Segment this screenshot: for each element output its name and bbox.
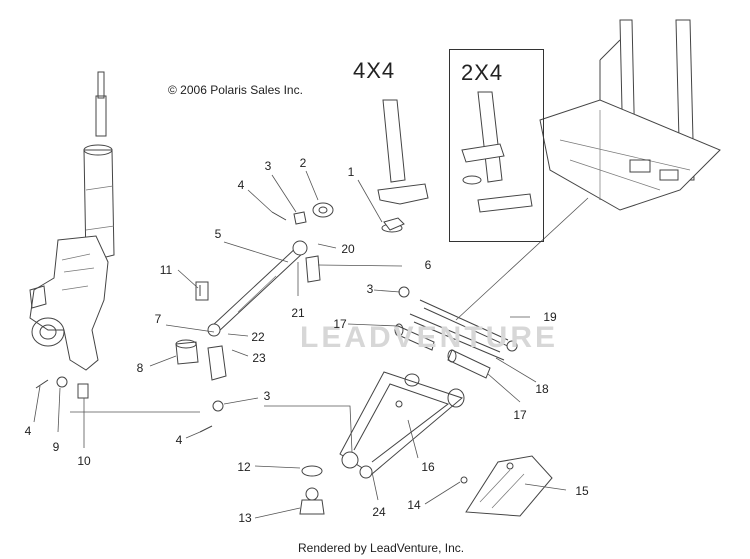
callout-19[interactable]: 19 [543, 310, 557, 324]
callout-3[interactable]: 3 [366, 282, 374, 296]
callout-20[interactable]: 20 [341, 242, 355, 256]
tie-rod-drawing [207, 240, 308, 337]
callout-1[interactable]: 1 [347, 165, 355, 179]
shock-absorber-drawing [83, 71, 115, 263]
frame-tube-4x4-drawing [377, 99, 429, 233]
callout-2[interactable]: 2 [299, 156, 307, 170]
variant-label-2x4: 2X4 [461, 60, 504, 85]
callout-12[interactable]: 12 [237, 460, 251, 474]
callout-21[interactable]: 21 [291, 306, 305, 320]
callout-11[interactable]: 11 [159, 263, 173, 277]
frame-tube-2x4-drawing [461, 91, 533, 213]
footer-credit: Rendered by LeadVenture, Inc. [298, 541, 465, 555]
callout-14[interactable]: 14 [407, 498, 421, 512]
inset-2x4-box [449, 49, 544, 242]
callout-4[interactable]: 4 [175, 433, 183, 447]
copyright-notice: © 2006 Polaris Sales Inc. [168, 83, 303, 97]
callout-8[interactable]: 8 [136, 361, 144, 375]
callout-17[interactable]: 17 [333, 317, 347, 331]
a-arm-drawing [339, 371, 465, 479]
pivot-tubes-drawing [394, 299, 518, 379]
callout-13[interactable]: 13 [238, 511, 252, 525]
skid-plate-drawing [465, 455, 553, 517]
callout-7[interactable]: 7 [154, 312, 162, 326]
callout-16[interactable]: 16 [421, 460, 435, 474]
callout-23[interactable]: 23 [252, 351, 266, 365]
callout-3[interactable]: 3 [264, 159, 272, 173]
callout-6[interactable]: 6 [424, 258, 432, 272]
small-parts-drawing [35, 202, 410, 433]
callout-4[interactable]: 4 [24, 424, 32, 438]
callout-15[interactable]: 15 [575, 484, 589, 498]
callout-10[interactable]: 10 [77, 454, 91, 468]
leader-lines [33, 170, 589, 519]
watermark: LEADVENTURE [300, 321, 559, 354]
variant-label-4x4: 4X4 [353, 58, 396, 83]
ball-joint-drawing [299, 465, 468, 515]
callout-22[interactable]: 22 [251, 330, 265, 344]
callout-5[interactable]: 5 [214, 227, 222, 241]
vehicle-frame-drawing [539, 19, 721, 211]
spindle-drawing [29, 235, 109, 371]
callout-9[interactable]: 9 [52, 440, 60, 454]
callout-18[interactable]: 18 [535, 382, 549, 396]
callout-4[interactable]: 4 [237, 178, 245, 192]
callout-17[interactable]: 17 [513, 408, 527, 422]
callout-3[interactable]: 3 [263, 389, 271, 403]
callout-24[interactable]: 24 [372, 505, 386, 519]
